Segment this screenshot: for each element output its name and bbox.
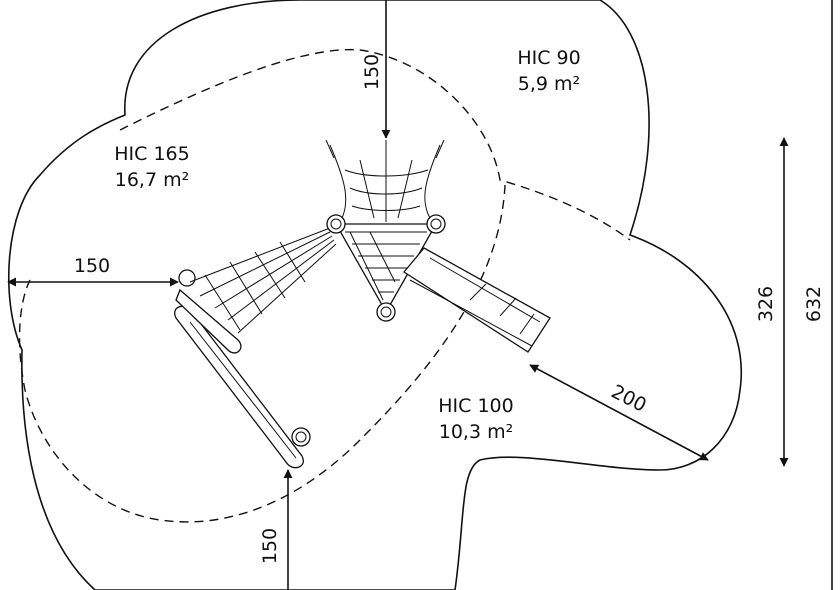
- free-space-dashed-outline: [18, 48, 631, 523]
- overall-height-label: 632: [803, 286, 825, 322]
- safety-zone-outline: [8, 0, 743, 590]
- slide: [403, 247, 551, 353]
- zone-hic100-name: HIC 100: [438, 395, 513, 417]
- zone-hic90-area: 5,9 m²: [518, 73, 580, 95]
- zone-hic90-name: HIC 90: [517, 47, 580, 69]
- zone-hic165-area: 16,7 m²: [115, 169, 189, 191]
- inner-height-label: 326: [755, 286, 777, 322]
- slide-clearance-dimension-line: [529, 364, 709, 461]
- tower-platform: [326, 214, 446, 322]
- tower-net-roof: [325, 139, 445, 222]
- slide-clearance-label: 200: [608, 381, 650, 417]
- balance-log: [174, 269, 311, 469]
- left-clearance-label: 150: [74, 255, 110, 277]
- climbing-net: [189, 227, 337, 334]
- bottom-clearance-label: 150: [259, 528, 281, 564]
- top-clearance-label: 150: [361, 54, 383, 90]
- zone-hic100-area: 10,3 m²: [439, 421, 513, 443]
- zone-hic165-name: HIC 165: [114, 143, 189, 165]
